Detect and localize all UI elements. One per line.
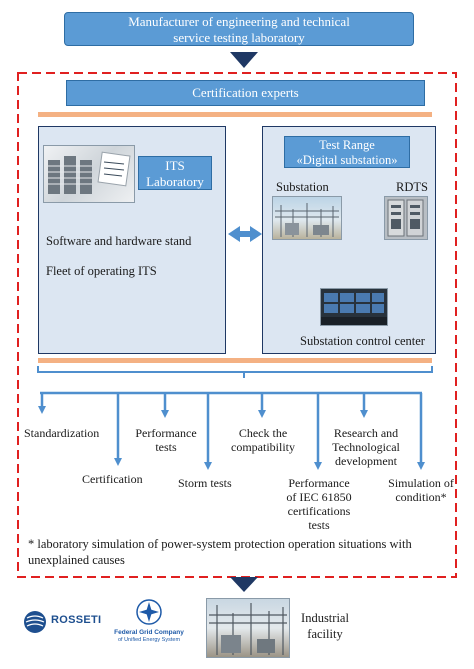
- outcome-standardization: Standardization: [24, 426, 100, 440]
- iec-line4: tests: [308, 518, 330, 532]
- research-line1: Research and: [333, 426, 399, 440]
- industrial-line1: Industrial: [301, 611, 349, 625]
- bracket: [37, 366, 433, 373]
- test-range-line1: Test Range: [319, 138, 375, 152]
- performance-line2: tests: [155, 440, 177, 454]
- fgc-line2: of Unified Energy System: [117, 637, 181, 643]
- orange-bar-top: [38, 112, 432, 117]
- iec-line1: Performance: [288, 476, 350, 490]
- compatibility-line2: compatibility: [231, 440, 295, 454]
- rdts-photo: [384, 196, 428, 240]
- outcome-simulation: Simulation of condition*: [380, 476, 462, 504]
- rosseti-wordmark: ROSSETI: [51, 614, 102, 626]
- bottom-down-arrow: [230, 577, 258, 592]
- outcome-certification: Certification: [82, 472, 143, 486]
- performance-line1: Performance: [135, 426, 197, 440]
- certification-experts-label: Certification experts: [192, 85, 299, 100]
- orange-bar-bottom: [38, 358, 432, 363]
- control-center-label: Substation control center: [300, 334, 425, 348]
- left-item-stand: Software and hardware stand: [46, 234, 192, 248]
- manufacturer-line1: Manufacturer of engineering and technica…: [128, 14, 350, 29]
- manufacturer-box: Manufacturer of engineering and technica…: [64, 12, 414, 46]
- fgc-logo: Federal Grid Company of Unified Energy S…: [110, 598, 188, 646]
- compatibility-line1: Check the: [238, 426, 288, 440]
- outcome-research: Research and Technological development: [322, 426, 410, 468]
- manufacturer-line2: service testing laboratory: [173, 30, 305, 45]
- its-laboratory-box: ITS Laboratory: [138, 156, 212, 190]
- industrial-line2: facility: [307, 627, 343, 641]
- fgc-line1: Federal Grid Company: [114, 629, 184, 636]
- substation-label: Substation: [276, 180, 329, 194]
- test-range-box: Test Range «Digital substation»: [284, 136, 410, 168]
- iec-line2: of IEC 61850: [286, 490, 352, 504]
- top-down-arrow: [230, 52, 258, 68]
- its-label-line1: ITS: [165, 158, 185, 173]
- footnote-line2: unexplained causes: [28, 553, 125, 567]
- rosseti-logo: ROSSETI: [22, 608, 102, 636]
- its-lab-photo: [43, 145, 135, 203]
- research-line2: Technological: [332, 440, 400, 454]
- outcome-iec-61850: Performance of IEC 61850 certifications …: [276, 476, 362, 532]
- its-label-line2: Laboratory: [146, 174, 204, 189]
- footnote-line1: * laboratory simulation of power-system …: [28, 537, 412, 551]
- simulation-line1: Simulation of: [388, 476, 454, 490]
- outcome-storm-tests: Storm tests: [178, 476, 232, 490]
- bidirectional-arrow: [228, 226, 262, 242]
- certification-experts-box: Certification experts: [66, 80, 425, 106]
- outcome-performance-tests: Performance tests: [130, 426, 202, 454]
- control-center-photo: [320, 288, 388, 326]
- industrial-facility-label: Industrial facility: [290, 610, 360, 642]
- outcome-compatibility: Check the compatibility: [226, 426, 300, 454]
- iec-line3: certifications: [287, 504, 351, 518]
- industrial-facility-photo: [206, 598, 290, 658]
- rdts-label: RDTS: [396, 180, 428, 194]
- red-dashed-frame: [17, 72, 457, 578]
- test-range-line2: «Digital substation»: [296, 153, 398, 167]
- left-item-fleet: Fleet of operating ITS: [46, 264, 157, 278]
- simulation-line2: condition*: [395, 490, 447, 504]
- substation-photo: [272, 196, 342, 240]
- footnote: * laboratory simulation of power-system …: [28, 536, 412, 568]
- research-line3: development: [335, 454, 397, 468]
